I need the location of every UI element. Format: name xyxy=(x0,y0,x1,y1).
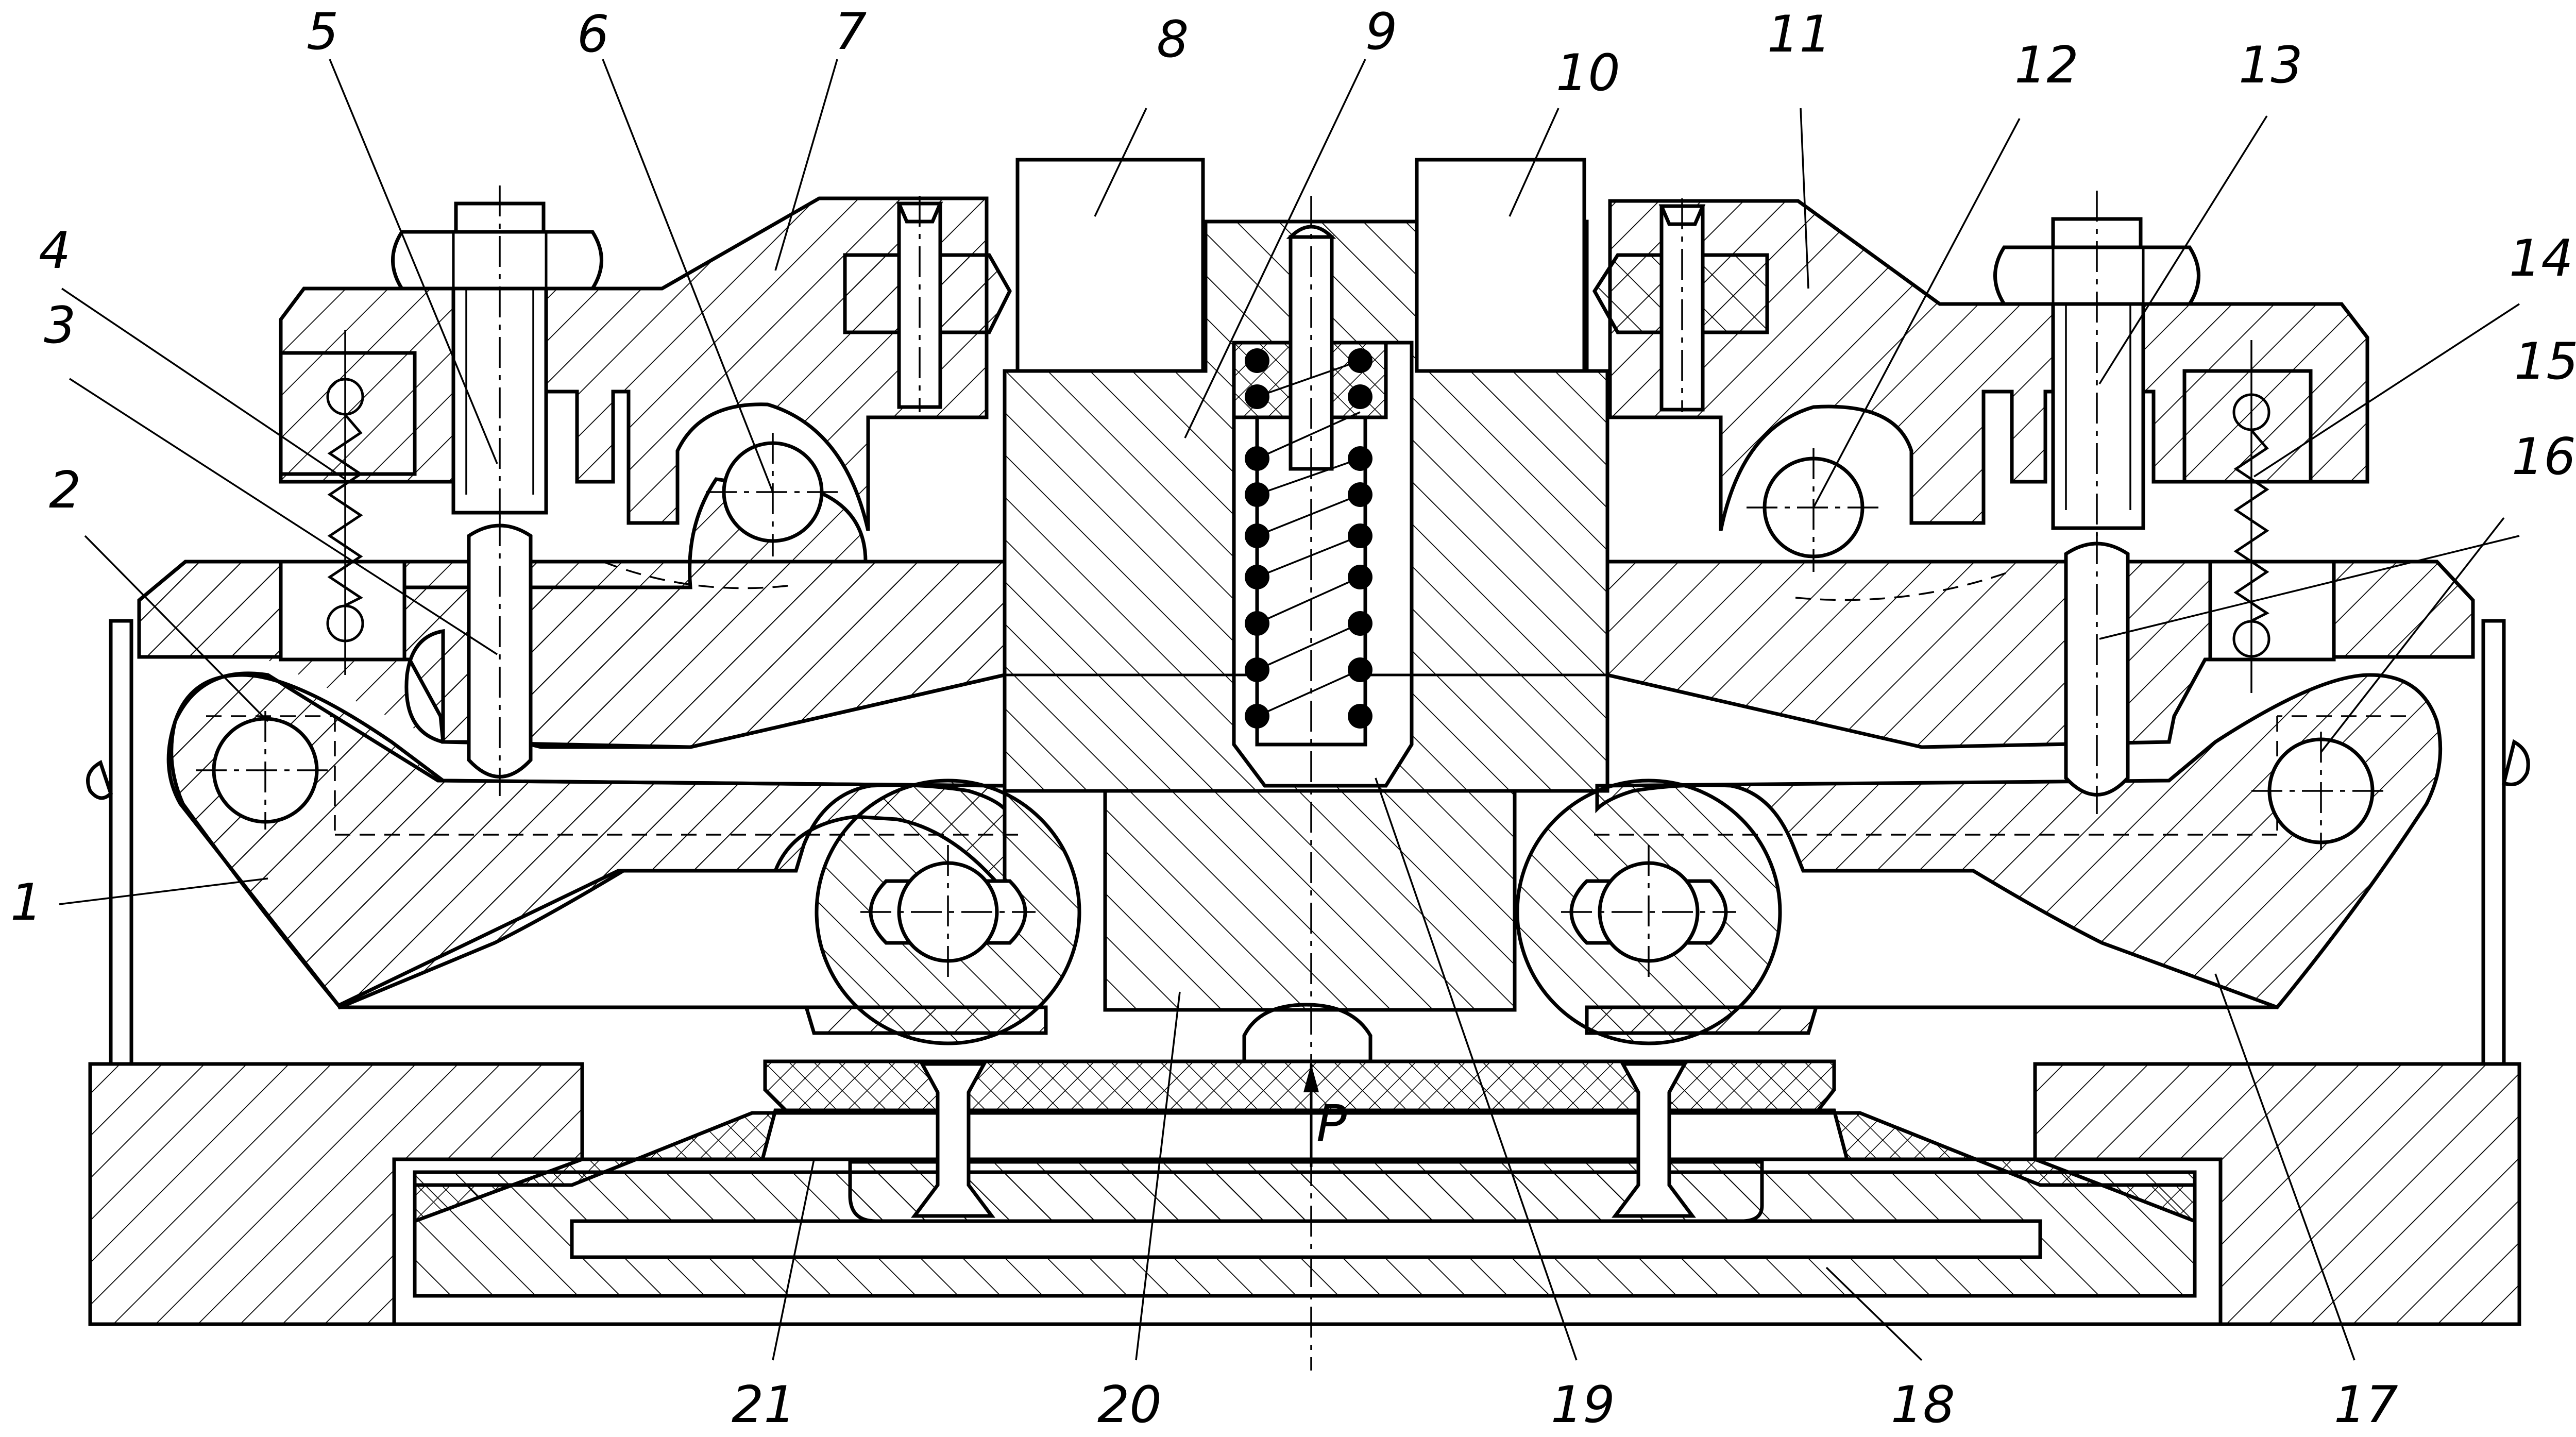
callout-6: 6 xyxy=(577,5,609,64)
lever-17-body xyxy=(1595,673,2443,1010)
callout-4: 4 xyxy=(39,222,71,280)
thrust-head xyxy=(1242,1003,1372,1063)
callout-11: 11 xyxy=(1767,5,1832,64)
bolt-13 xyxy=(1993,191,2200,536)
callout-13: 13 xyxy=(2239,36,2303,95)
callout-labels: 1 2 3 4 5 6 7 8 9 10 11 12 13 14 15 16 1… xyxy=(10,3,2576,1434)
base-housing xyxy=(88,1062,2521,1326)
roller-right xyxy=(1515,779,1782,1045)
callout-19: 19 xyxy=(1551,1376,1615,1434)
callout-20: 20 xyxy=(1097,1376,1162,1434)
callout-16: 16 xyxy=(2512,428,2576,486)
side-frame-right xyxy=(2481,619,2530,1066)
pivot-pin-16 xyxy=(2251,732,2391,850)
force-arrow xyxy=(1303,1064,1319,1167)
side-frame-left xyxy=(86,619,133,1066)
callout-7: 7 xyxy=(835,3,867,61)
cover-screw-right xyxy=(1592,198,1769,412)
callout-10: 10 xyxy=(1556,44,1620,103)
diaphragm-21 xyxy=(413,1108,2197,1224)
force-label-p: P xyxy=(1316,1095,1347,1154)
spring-cup xyxy=(1232,196,1388,1371)
callout-17: 17 xyxy=(2334,1376,2398,1434)
callout-21: 21 xyxy=(732,1376,796,1434)
wedge-20 xyxy=(1103,789,1517,1012)
callout-15: 15 xyxy=(2514,332,2576,391)
pivot-pin-12 xyxy=(1747,448,1880,572)
cover-11 xyxy=(1608,199,2369,531)
callout-9: 9 xyxy=(1365,3,1397,61)
clamp-lever-left-tip xyxy=(137,560,283,659)
leader-lines xyxy=(59,59,2520,1361)
callout-3: 3 xyxy=(44,296,76,355)
callout-5: 5 xyxy=(307,3,338,61)
callout-2: 2 xyxy=(49,461,81,520)
block-10 xyxy=(1415,158,1586,373)
cover-screw-left xyxy=(843,196,1012,412)
push-pin-15 xyxy=(2064,533,2130,814)
callout-18: 18 xyxy=(1891,1376,1955,1434)
callout-14: 14 xyxy=(2509,229,2573,288)
callout-8: 8 xyxy=(1157,10,1189,69)
bolt-5 xyxy=(391,185,603,520)
callout-12: 12 xyxy=(2014,36,2079,95)
block-8 xyxy=(1015,158,1205,373)
push-pin-3 xyxy=(467,515,533,796)
roller-left xyxy=(815,779,1081,1045)
pressure-plate xyxy=(763,1059,1836,1223)
countersunk-screws xyxy=(911,1062,1696,1218)
lever-1-body xyxy=(170,673,1007,1010)
callout-1: 1 xyxy=(10,873,42,932)
cover-7 xyxy=(279,196,989,531)
lever-17-lower xyxy=(1585,1005,2277,1035)
spring-19-coils xyxy=(1257,360,1361,717)
